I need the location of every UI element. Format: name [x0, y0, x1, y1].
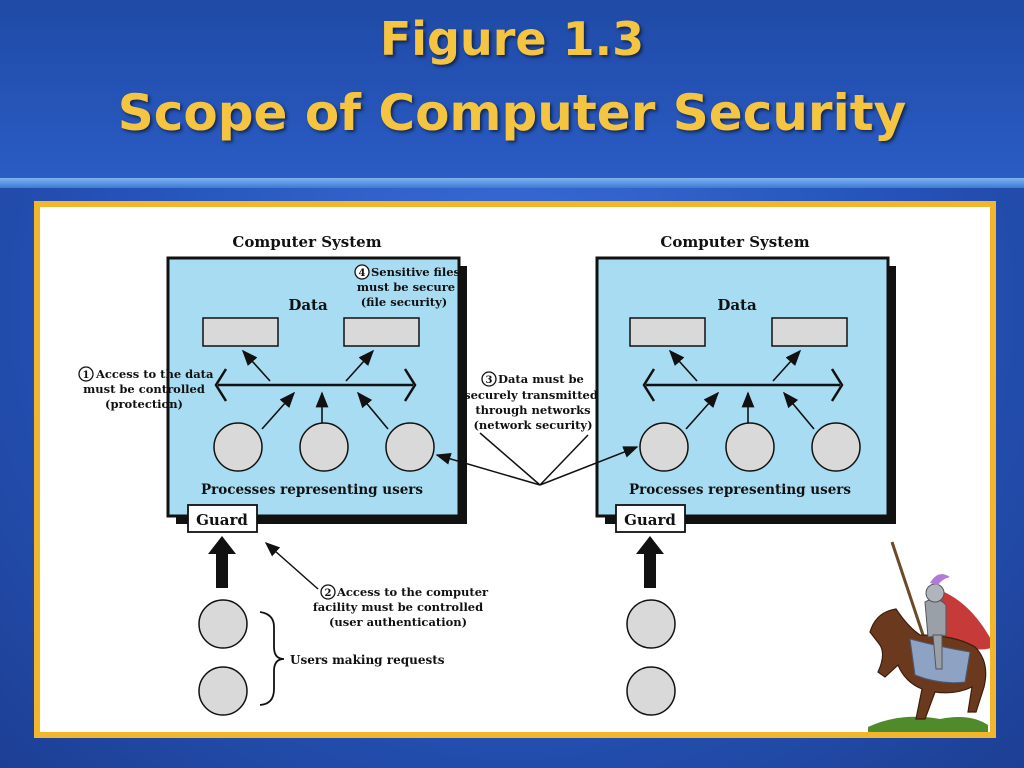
slide-title-line-2: Scope of Computer Security: [117, 84, 907, 142]
left-user-access-arrow-head: [208, 536, 236, 554]
annotation-2-badge: [320, 584, 336, 600]
network-callout-line-1: [479, 432, 541, 486]
left-user-access-arrow-shaft: [216, 552, 228, 588]
annotation-1-line-1: Access to the data: [95, 367, 214, 381]
users-brace: [259, 611, 285, 706]
annotation-protection: 1 Access to the data must be controlled …: [78, 366, 214, 411]
left-user-1: [198, 599, 248, 649]
right-data-file-1: [629, 317, 706, 347]
annotation-2-pointer: [264, 542, 319, 590]
left-data-file-1: [202, 317, 279, 347]
annotation-1-number: 1: [83, 370, 90, 381]
knight-plume: [930, 574, 950, 585]
annotation-3-line-4: (network security): [473, 418, 592, 432]
network-callout-line-2: [539, 434, 589, 486]
right-system-heading: Computer System: [660, 233, 809, 251]
left-process-3: [385, 422, 435, 472]
knight-armor: [924, 598, 947, 638]
annotation-2-line-3: (user authentication): [329, 615, 467, 629]
left-arrow-proc-bus-3: [356, 391, 389, 430]
right-processes-label: Processes representing users: [629, 482, 851, 498]
right-data-label: Data: [717, 296, 757, 314]
right-process-2: [725, 422, 775, 472]
left-processes-label: Processes representing users: [201, 482, 423, 498]
right-bus-end-left: [642, 368, 656, 402]
left-system-box: [166, 256, 461, 518]
right-arrow-bus-data-1: [668, 349, 698, 382]
annotation-1-line-2: must be controlled: [83, 382, 205, 396]
knight-grass: [868, 716, 988, 732]
right-guard-label: Guard: [624, 511, 676, 529]
right-user-1: [626, 599, 676, 649]
right-user-access-arrow-shaft: [644, 552, 656, 588]
left-users: Users making requests: [198, 536, 445, 716]
annotation-3-line-1: Data must be: [498, 372, 584, 386]
left-bus-end-left: [214, 368, 228, 402]
network-link-arrow-left: [435, 453, 541, 486]
annotation-4-number: 4: [359, 268, 366, 279]
left-data-file-2: [343, 317, 420, 347]
left-arrow-bus-data-2: [345, 349, 375, 382]
left-arrow-proc-bus-1: [261, 391, 296, 430]
annotation-2-number: 2: [325, 588, 332, 599]
right-process-3: [811, 422, 861, 472]
annotation-2-line-1: Access to the computer: [336, 585, 489, 599]
right-arrow-proc-bus-1: [685, 391, 720, 430]
left-guard-box: [187, 504, 258, 533]
left-arrow-bus-data-1: [241, 349, 271, 382]
right-user-access-arrow-head: [636, 536, 664, 554]
left-guard-label: Guard: [196, 511, 248, 529]
right-process-1: [639, 422, 689, 472]
right-user-2: [626, 666, 676, 716]
annotation-4-line-3: (file security): [361, 295, 448, 309]
left-user-2: [198, 666, 248, 716]
knight-on-horse-illustration: [868, 541, 995, 732]
annotation-user-authentication: 2 Access to the computer facility must b…: [264, 542, 489, 629]
annotation-network-security: 3 Data must be securely transmitted thro…: [435, 371, 639, 486]
title-area: Figure 1.3 Scope of Computer Security: [0, 0, 1024, 178]
right-data-file-2: [771, 317, 848, 347]
left-data-label: Data: [288, 296, 328, 314]
annotation-3-number: 3: [486, 375, 493, 386]
right-arrow-bus-data-2: [772, 349, 802, 382]
left-process-1: [213, 422, 263, 472]
title-divider: [0, 178, 1024, 188]
right-guard-box: [615, 504, 686, 533]
annotation-file-security: 4 Sensitive files must be secure (file s…: [354, 264, 460, 309]
scope-diagram: Computer System Data Processes represent…: [78, 233, 995, 732]
knight-leg: [932, 634, 943, 670]
annotation-1-line-3: (protection): [105, 397, 183, 411]
annotation-3-line-3: through networks: [475, 403, 590, 417]
knight-helmet: [925, 583, 945, 603]
annotation-4-line-1: Sensitive files: [371, 265, 460, 279]
right-computer-system: Computer System Data Processes represent…: [595, 233, 896, 533]
left-system-heading: Computer System: [232, 233, 381, 251]
right-users: [626, 536, 676, 716]
annotation-3-line-2: securely transmitted: [464, 388, 598, 402]
right-arrow-proc-bus-3: [782, 391, 815, 430]
annotation-3-badge: [481, 371, 497, 387]
annotation-2-line-2: facility must be controlled: [313, 600, 483, 614]
figure-canvas: Computer System Data Processes represent…: [40, 207, 995, 732]
network-link-arrow-right: [539, 446, 639, 486]
right-bus-end-right: [830, 368, 844, 402]
left-process-2: [299, 422, 349, 472]
left-bus-end-right: [403, 368, 417, 402]
slide-title-line-1: Figure 1.3: [379, 12, 645, 66]
users-label: Users making requests: [290, 653, 445, 667]
annotation-4-badge: [354, 264, 370, 280]
annotation-1-badge: [78, 366, 94, 382]
left-computer-system: Computer System Data Processes represent…: [166, 233, 467, 533]
annotation-4-line-2: must be secure: [357, 280, 455, 294]
